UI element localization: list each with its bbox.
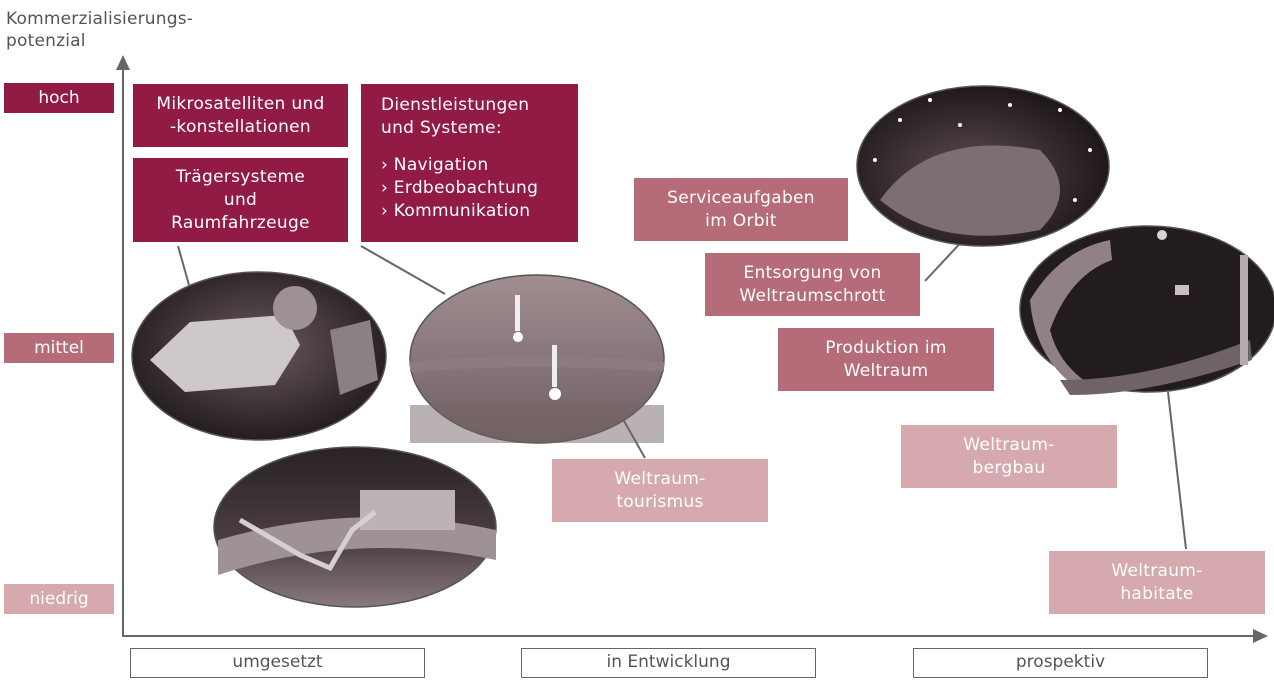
box-bergbau: Weltraum- bergbau (901, 425, 1117, 488)
level-high: hoch (4, 83, 114, 113)
box-entsorgung-line2: Weltraumschrott (739, 285, 886, 306)
box-tourismus-line2: tourismus (616, 491, 704, 512)
box-tourismus-line1: Weltraum- (614, 468, 706, 489)
box-tourismus: Weltraum- tourismus (552, 459, 768, 522)
box-mikrosatelliten-line2: -konstellationen (170, 116, 311, 137)
y-axis-title: Kommerzialisierungs- potenzial (6, 8, 193, 52)
box-service-line2: im Orbit (705, 210, 777, 231)
photo-robot-arm (213, 446, 497, 608)
stage-umgesetzt: umgesetzt (130, 648, 425, 678)
box-dienstleistungen-head1: Dienstleistungen (381, 95, 530, 115)
box-habitate-line2: habitate (1120, 583, 1194, 604)
box-bergbau-line1: Weltraum- (963, 434, 1055, 455)
box-habitate-line1: Weltraum- (1111, 560, 1203, 581)
y-axis-title-line1: Kommerzialisierungs- (6, 9, 194, 29)
bullet-navigation: › Navigation (381, 155, 489, 175)
connector-traeger (177, 245, 190, 286)
box-service-line1: Serviceaufgaben (667, 187, 815, 208)
axes (122, 62, 1262, 637)
connector-habitate (1167, 391, 1187, 550)
box-entsorgung-line1: Entsorgung von (743, 262, 882, 283)
y-axis-title-line2: potenzial (6, 31, 86, 51)
photo-space-debris (856, 85, 1110, 247)
x-axis-arrow (1253, 629, 1268, 643)
box-dienstleistungen: Dienstleistungen und Systeme: › Navigati… (361, 84, 578, 242)
bullet-kommunikation: › Kommunikation (381, 201, 531, 221)
photo-space-habitat (1019, 225, 1274, 395)
box-produktion-line2: Weltraum (843, 360, 929, 381)
y-axis-arrow (116, 55, 130, 70)
photo-rocket-landing (409, 274, 665, 444)
stage-in-entwicklung: in Entwicklung (521, 648, 816, 678)
box-traeger-line1: Trägersysteme (175, 166, 306, 187)
photo-spacecraft (131, 271, 387, 441)
bullet-erdbeobachtung: › Erdbeobachtung (381, 178, 539, 198)
connector-lines (177, 236, 1187, 550)
box-bergbau-line2: bergbau (972, 457, 1046, 478)
box-produktion: Produktion im Weltraum (778, 328, 994, 391)
box-mikrosatelliten-line1: Mikrosatelliten und (156, 93, 325, 114)
box-traeger-line2: und (223, 189, 258, 210)
level-low: niedrig (4, 584, 114, 614)
box-produktion-line1: Produktion im (825, 337, 947, 358)
level-medium: mittel (4, 333, 114, 363)
stage-prospektiv: prospektiv (913, 648, 1208, 678)
box-traeger: Trägersysteme und Raumfahrzeuge (133, 158, 348, 242)
connector-dienstleistungen (360, 245, 446, 295)
box-service: Serviceaufgaben im Orbit (634, 178, 848, 241)
box-habitate: Weltraum- habitate (1049, 551, 1265, 614)
box-mikrosatelliten: Mikrosatelliten und -konstellationen (133, 84, 348, 147)
box-traeger-line3: Raumfahrzeuge (171, 212, 310, 233)
box-entsorgung: Entsorgung von Weltraumschrott (705, 253, 920, 316)
box-dienstleistungen-head2: und Systeme: (381, 118, 502, 138)
